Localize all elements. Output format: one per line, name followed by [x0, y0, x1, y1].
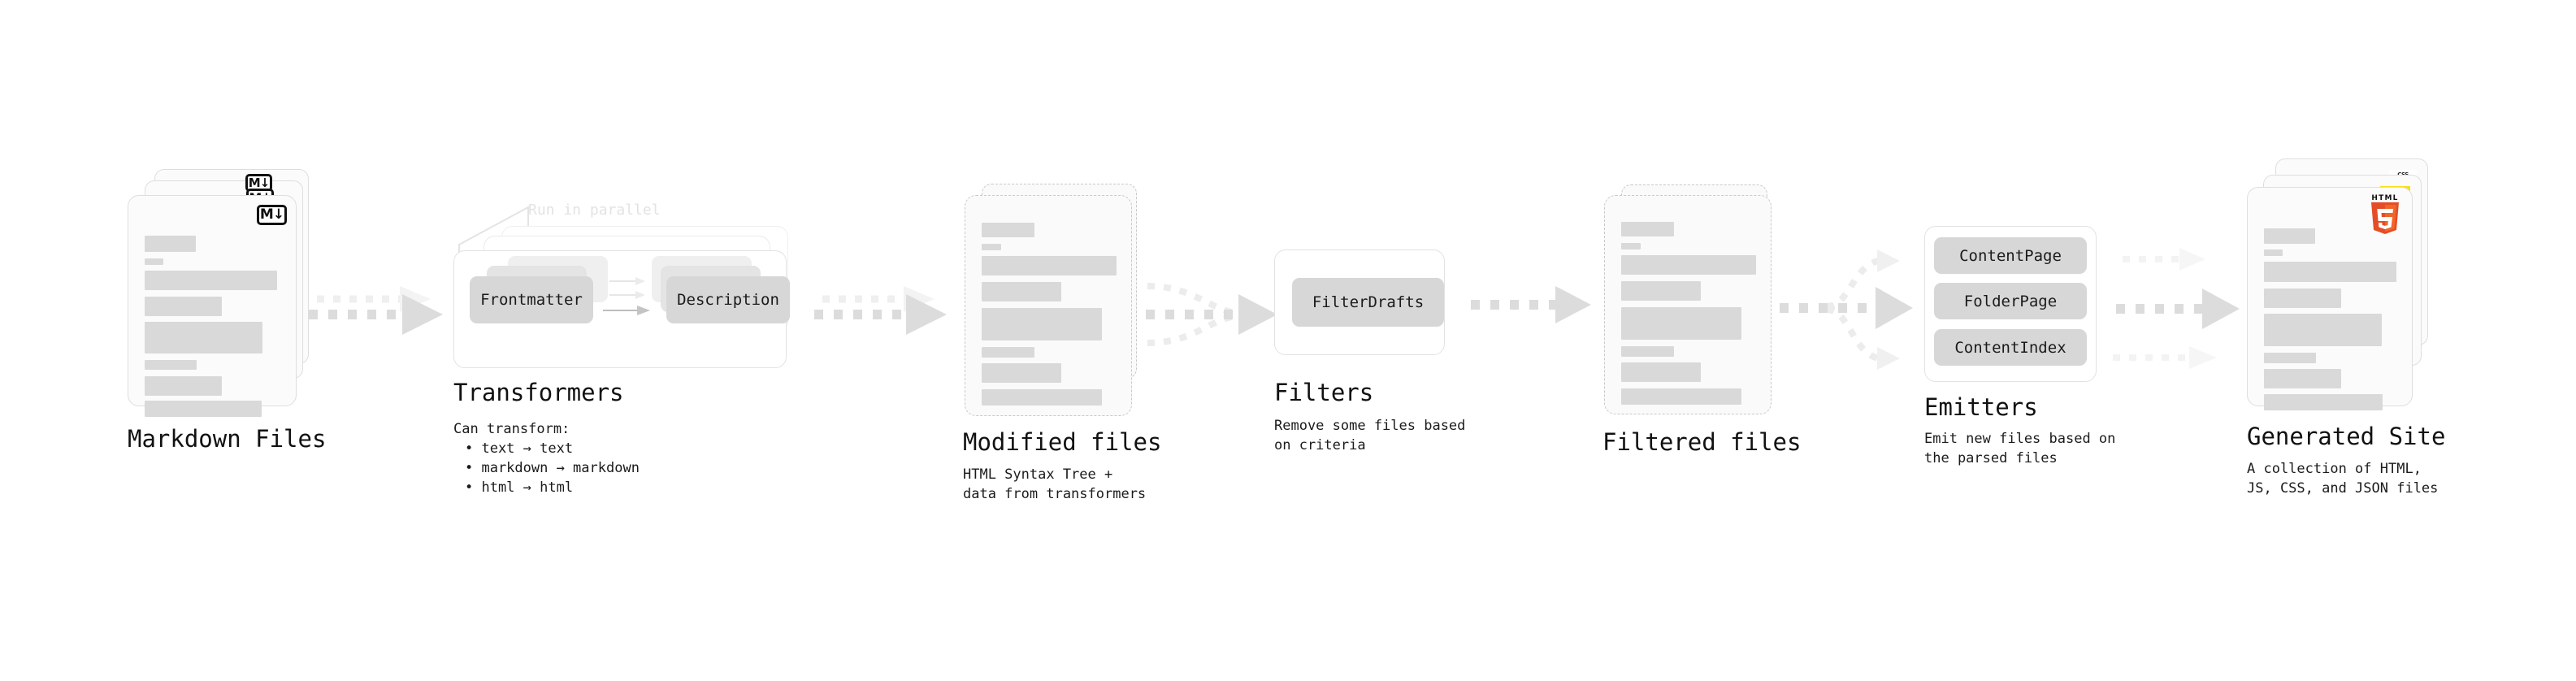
transformers-title: Transformers: [453, 379, 624, 406]
skeleton-bar: [982, 244, 1001, 250]
skeleton-bar: [2264, 249, 2283, 256]
arrow-filtered-to-emitters: [1780, 249, 1913, 370]
skeleton-bar: [982, 282, 1061, 301]
transformer-inner-arrows: [603, 277, 650, 315]
emitter-chip-contentindex[interactable]: ContentIndex: [1934, 329, 2087, 366]
modified-files-title: Modified files: [963, 428, 1162, 456]
skeleton-bar: [2264, 228, 2315, 244]
emitters-title: Emitters: [1924, 393, 2038, 421]
filters-subtitle: Remove some files based on criteria: [1274, 418, 1466, 453]
skeleton-bar: [1621, 388, 1741, 405]
filters-title: Filters: [1274, 379, 1374, 406]
arrow-transformers-to-modified: [814, 286, 947, 335]
skeleton-bar: [145, 297, 222, 316]
skeleton-bar: [145, 271, 277, 290]
filtered-card-front: [1604, 195, 1772, 414]
transformer-chip-frontmatter[interactable]: Frontmatter: [470, 276, 593, 323]
skeleton-bar: [2264, 288, 2341, 308]
skeleton-bar: [2264, 314, 2382, 346]
skeleton-bar: [982, 256, 1117, 275]
emitter-chip-contentpage[interactable]: ContentPage: [1934, 237, 2087, 274]
arrow-filters-to-filtered: [1471, 286, 1591, 323]
skeleton-bar: [1621, 255, 1756, 275]
skeleton-bar: [982, 308, 1102, 340]
skeleton-bar: [2264, 262, 2396, 282]
emitter-chip-folderpage[interactable]: FolderPage: [1934, 283, 2087, 319]
skeleton-bar: [2264, 369, 2341, 388]
generated-site-subtitle: A collection of HTML, JS, CSS, and JSON …: [2247, 461, 2439, 497]
site-card-front: HTML: [2247, 187, 2413, 410]
skeleton-bar: [1621, 222, 1674, 236]
skeleton-bar: [2264, 353, 2316, 363]
filter-chip-filterdrafts[interactable]: FilterDrafts: [1292, 278, 1444, 327]
transformer-bullet: • markdown → markdown: [465, 460, 640, 476]
modified-card-front: [965, 195, 1132, 416]
arrow-emitters-to-site: [2113, 248, 2240, 369]
skeleton-bar: [145, 401, 262, 417]
html5-badge-icon: HTML: [2367, 194, 2403, 238]
transformer-bullet: • html → html: [465, 479, 574, 496]
modified-files-subtitle: HTML Syntax Tree + data from transformer…: [963, 466, 1147, 502]
markdown-badge-icon: M↓: [257, 205, 287, 225]
skeleton-bar: [982, 389, 1102, 406]
skeleton-bar: [1621, 362, 1701, 382]
run-in-parallel-label: Run in parallel: [528, 202, 661, 219]
arrow-markdown-to-transformers: [309, 286, 443, 335]
transformer-bullet: • text → text: [465, 440, 574, 457]
markdown-files-title: Markdown Files: [128, 425, 327, 453]
transformers-subtitle: Can transform:: [453, 421, 570, 437]
skeleton-bar: [982, 347, 1034, 358]
skeleton-bar: [982, 223, 1034, 237]
skeleton-bar: [1621, 281, 1701, 301]
skeleton-bar: [145, 236, 196, 252]
skeleton-bar: [1621, 346, 1674, 357]
generated-site-title: Generated Site: [2247, 423, 2446, 450]
skeleton-bar: [145, 322, 262, 354]
emitters-subtitle: Emit new files based on the parsed files: [1924, 431, 2116, 466]
skeleton-bar: [1621, 243, 1641, 249]
filtered-files-title: Filtered files: [1602, 428, 1802, 456]
transformers-bullet-list: • text → text • markdown → markdown • ht…: [465, 439, 640, 497]
skeleton-bar: [982, 363, 1061, 383]
transformer-chip-description[interactable]: Description: [666, 276, 790, 323]
skeleton-bar: [145, 376, 222, 396]
skeleton-bar: [2264, 394, 2383, 410]
skeleton-bar: [145, 360, 197, 370]
markdown-card-front: M↓: [128, 195, 297, 417]
skeleton-bar: [1621, 307, 1741, 340]
arrow-modified-to-filters: [1146, 283, 1277, 346]
skeleton-bar: [145, 258, 163, 265]
